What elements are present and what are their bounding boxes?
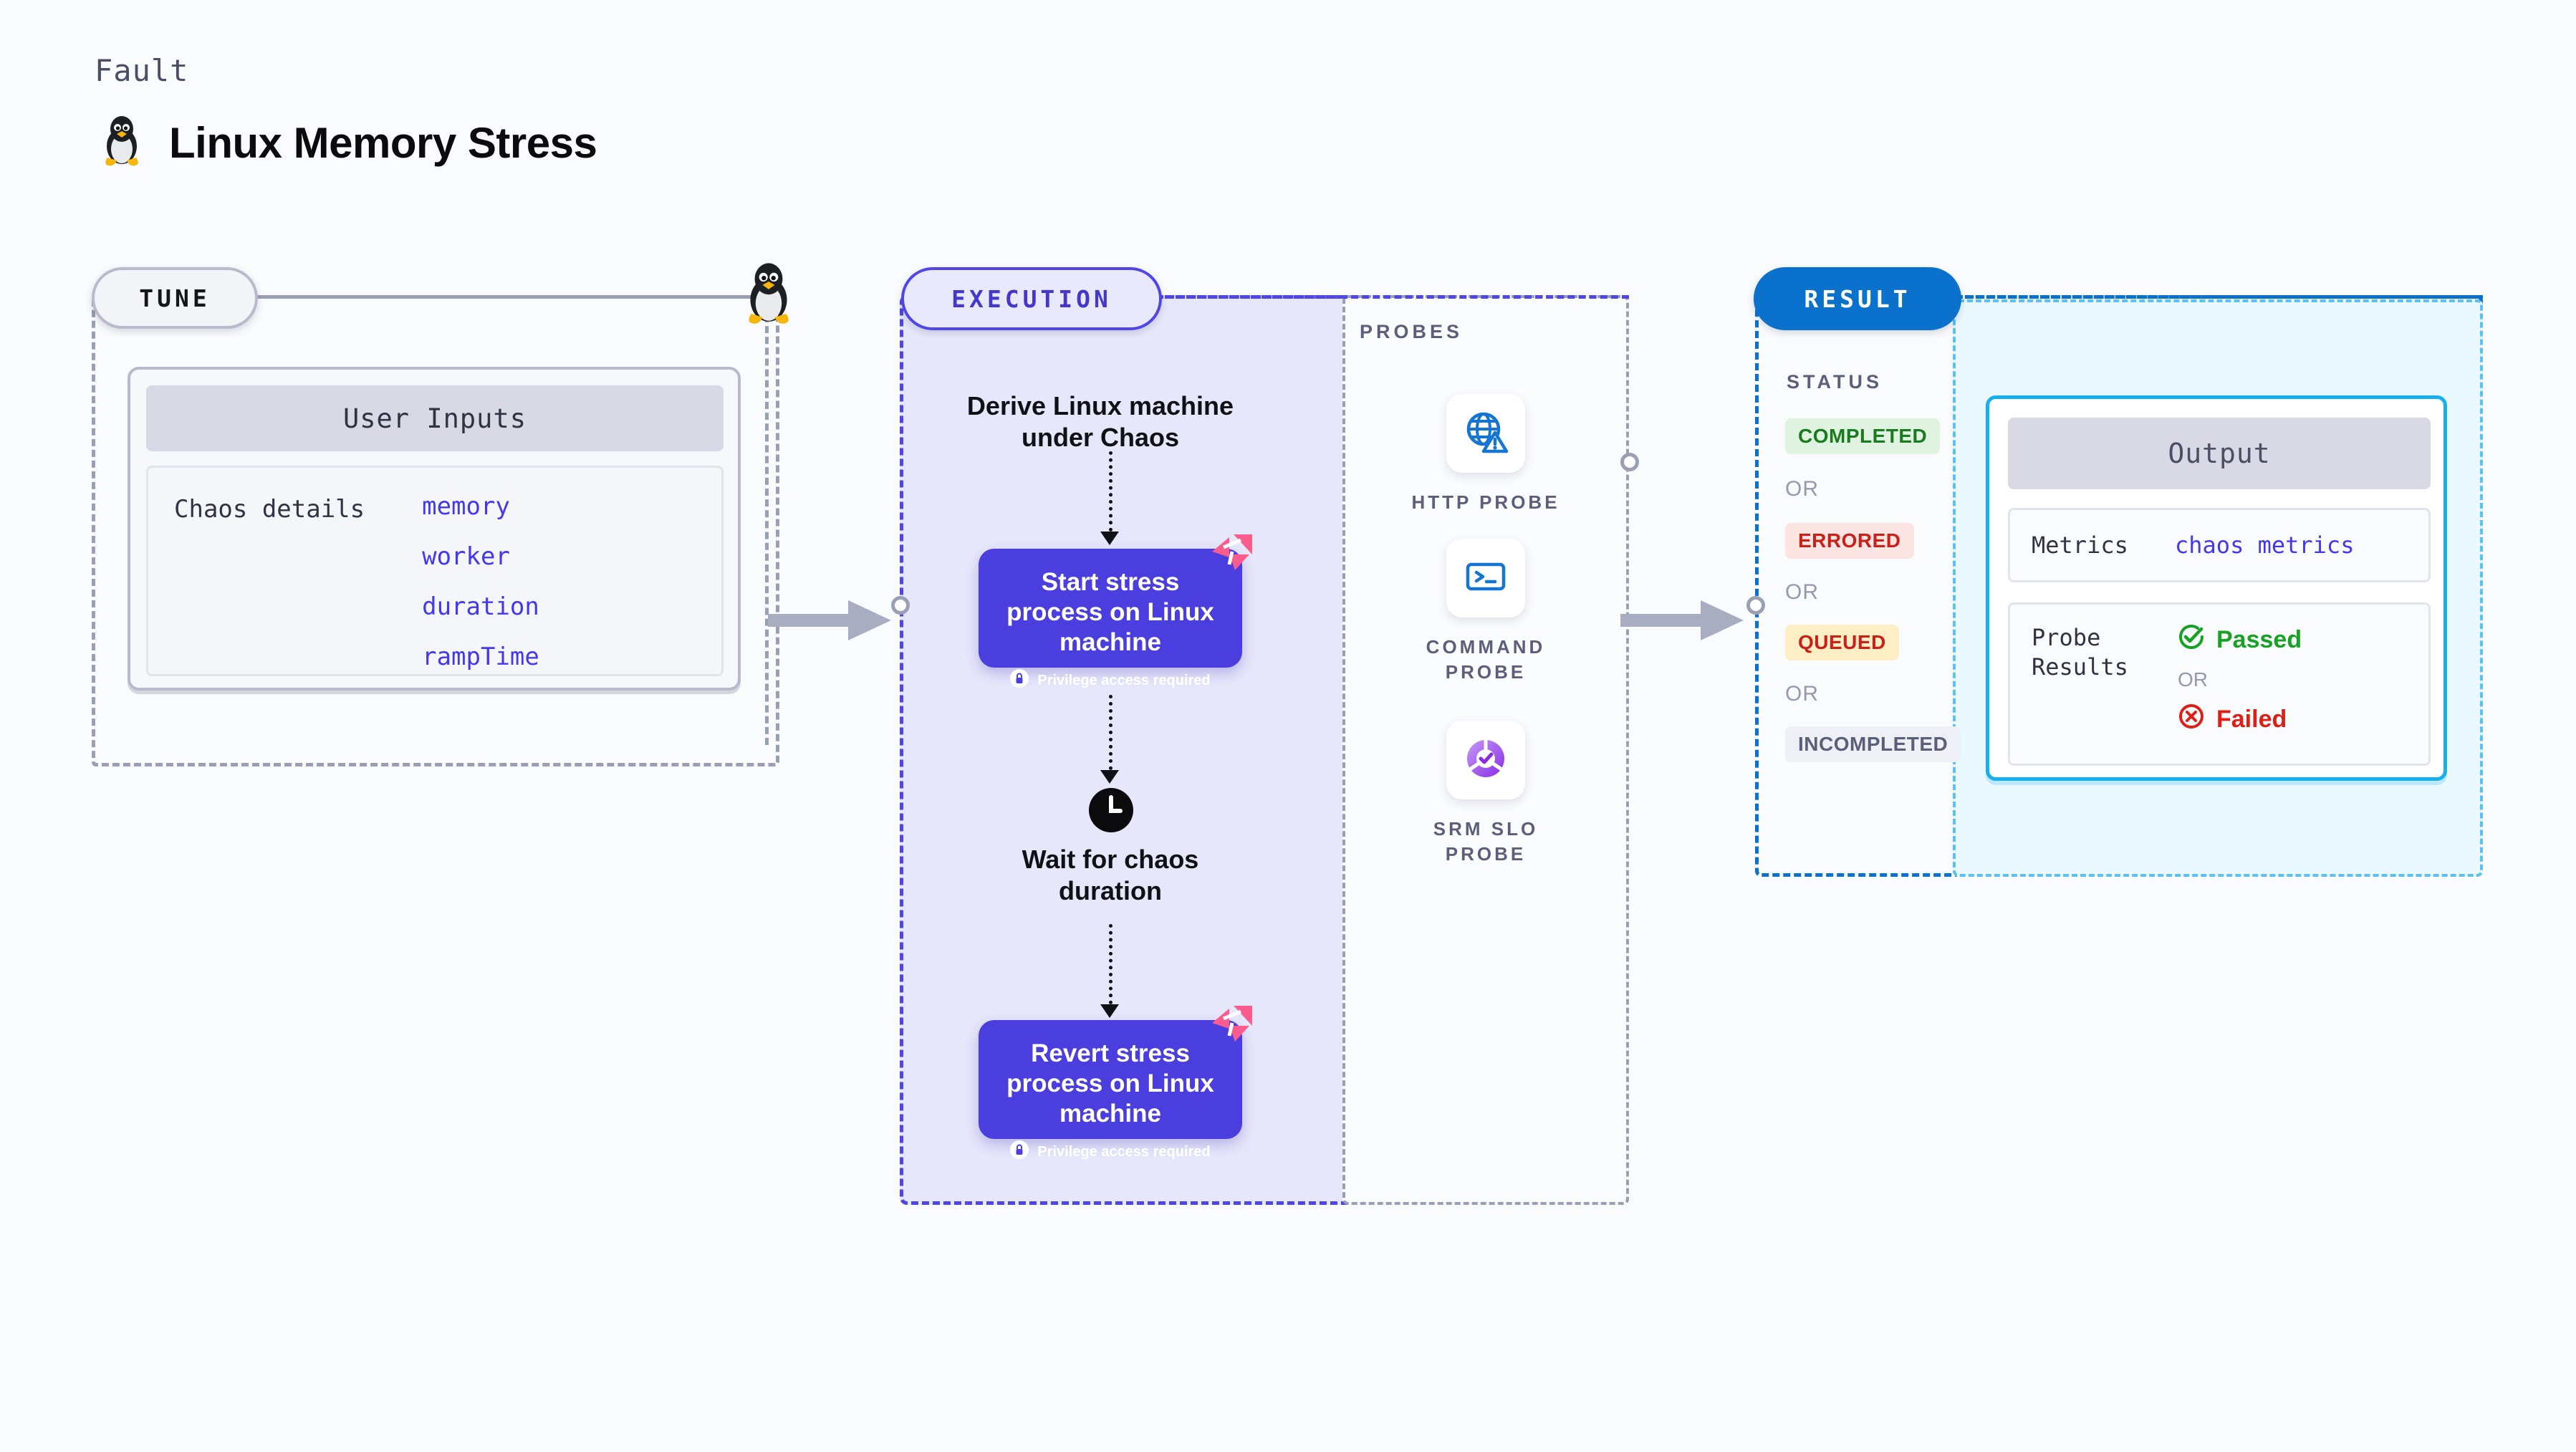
flow-arrowhead-1: [1100, 532, 1119, 545]
probes-section-label: PROBES: [1360, 321, 1464, 342]
execution-to-result-arrow: [1620, 595, 1749, 650]
user-inputs-body: Chaos details memory worker duration ram…: [146, 466, 724, 676]
harness-logo-icon: [1208, 533, 1255, 574]
status-badge-completed: COMPLETED: [1785, 418, 1941, 454]
page-title: Linux Memory Stress: [169, 119, 597, 167]
execution-action-revert[interactable]: Revert stress process on Linux machine P…: [979, 1006, 1252, 1160]
output-metrics-value[interactable]: chaos metrics: [2175, 532, 2355, 559]
clock-icon: [1089, 788, 1133, 832]
status-or-1: OR: [1785, 477, 1819, 501]
tune-pill[interactable]: TUNE: [92, 267, 258, 329]
flow-connector-2: [1109, 695, 1112, 770]
output-heading: Output: [2008, 418, 2431, 489]
output-metrics-row: Metrics chaos metrics: [2008, 508, 2431, 582]
harness-logo-icon: [1208, 1004, 1255, 1046]
chaos-param-memory[interactable]: memory: [422, 492, 510, 521]
linux-penguin-icon: [736, 261, 801, 326]
x-circle-icon: [2178, 703, 2205, 736]
flow-connector-3: [1109, 924, 1112, 1004]
chaos-param-worker[interactable]: worker: [422, 542, 510, 571]
output-verdict-failed: Failed: [2178, 703, 2302, 736]
user-inputs-heading: User Inputs: [146, 385, 724, 451]
execution-pill[interactable]: EXECUTION: [901, 267, 1162, 330]
globe-warning-icon: [1462, 408, 1509, 459]
execution-action-revert-note: Privilege access required: [1037, 1143, 1211, 1160]
linux-penguin-icon: [100, 115, 143, 171]
status-or-3: OR: [1785, 682, 1819, 706]
status-badge-errored: ERRORED: [1785, 523, 1914, 559]
tune-connector-line: [252, 295, 764, 299]
probe-caption-http: HTTP PROBE: [1411, 491, 1560, 513]
result-pill[interactable]: RESULT: [1754, 267, 1961, 330]
user-inputs-card: User Inputs Chaos details memory worker …: [128, 367, 741, 691]
probe-tile-command: [1446, 539, 1525, 617]
output-verdict-or: OR: [2178, 668, 2208, 691]
chaos-params-list: memory worker duration rampTime: [422, 492, 539, 674]
execution-step-derive-label: Derive Linux machine under Chaos: [966, 391, 1234, 452]
output-verdict-failed-label: Failed: [2216, 706, 2287, 733]
output-probe-results-label: Probe Results: [2032, 624, 2128, 681]
execution-connector-line: [1156, 295, 1629, 299]
tune-to-execution-arrow: [768, 595, 897, 650]
probes-outlet-connector: [1620, 453, 1639, 471]
execution-step-wait-label: Wait for chaos duration: [1022, 845, 1199, 905]
probe-item-command[interactable]: COMMAND PROBE: [1393, 539, 1579, 685]
chaos-param-duration[interactable]: duration: [422, 592, 539, 621]
execution-action-revert-title: Revert stress process on Linux machine: [1006, 1039, 1214, 1128]
chaos-details-label: Chaos details: [174, 495, 365, 524]
output-card: Output Metrics chaos metrics Probe Resul…: [1986, 395, 2447, 781]
execution-action-start-note: Privilege access required: [1037, 672, 1211, 688]
flow-connector-1: [1109, 451, 1112, 532]
tune-section-right-edge: [765, 315, 769, 745]
execution-action-start[interactable]: Start stress process on Linux machine Pr…: [979, 534, 1252, 688]
probe-caption-command: COMMAND PROBE: [1426, 636, 1546, 683]
probe-tile-srm-slo: [1446, 721, 1525, 799]
lock-icon: [1010, 1140, 1029, 1163]
probe-caption-srm-slo: SRM SLO PROBE: [1433, 818, 1539, 865]
execution-action-revert-note-row: Privilege access required: [1010, 1140, 1211, 1163]
probe-tile-http: [1446, 394, 1525, 473]
lock-icon: [1010, 669, 1029, 692]
check-circle-icon: [2178, 623, 2205, 657]
execution-action-start-note-row: Privilege access required: [1010, 669, 1211, 692]
status-or-2: OR: [1785, 580, 1819, 604]
result-status-label: STATUS: [1787, 371, 1883, 393]
slo-donut-check-icon: [1462, 735, 1509, 786]
page-title-row: Linux Memory Stress: [100, 115, 597, 171]
flow-arrowhead-3: [1100, 1004, 1119, 1018]
output-probe-results-row: Probe Results Passed OR: [2008, 602, 2431, 766]
output-probe-verdicts: Passed OR Failed: [2178, 623, 2302, 764]
execution-inlet-connector: [891, 596, 910, 615]
output-metrics-label: Metrics: [2032, 531, 2128, 559]
page-kicker: Fault: [95, 53, 189, 88]
probe-item-srm-slo[interactable]: SRM SLO PROBE: [1393, 721, 1579, 867]
execution-action-start-title: Start stress process on Linux machine: [1006, 568, 1214, 656]
output-verdict-passed-label: Passed: [2216, 626, 2302, 653]
status-badge-incompleted: INCOMPLETED: [1785, 726, 1961, 762]
flow-arrowhead-2: [1100, 770, 1119, 784]
status-badge-queued: QUEUED: [1785, 625, 1899, 660]
terminal-icon: [1463, 554, 1509, 603]
result-inlet-connector: [1746, 596, 1765, 615]
output-verdict-passed: Passed: [2178, 623, 2302, 657]
probe-item-http[interactable]: HTTP PROBE: [1393, 394, 1579, 515]
chaos-param-ramptime[interactable]: rampTime: [422, 643, 539, 671]
result-connector-line: [1956, 295, 2483, 299]
